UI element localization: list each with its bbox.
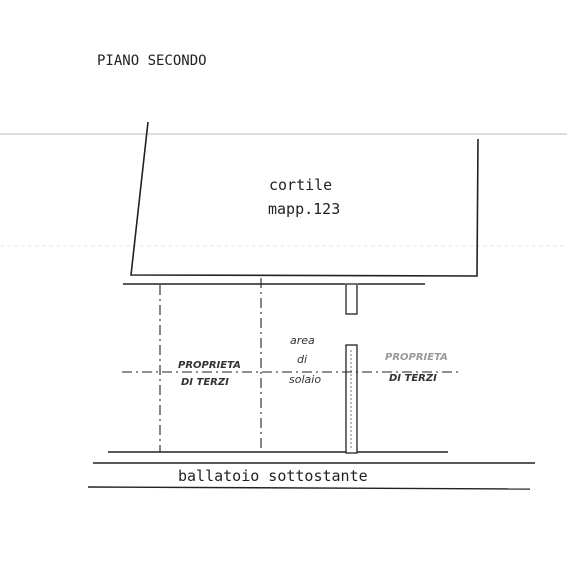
attic-area-label-line3: solaio	[289, 373, 321, 386]
left-property-label-line2: DI TERZI	[181, 377, 229, 388]
gallery-label: ballatoio sottostante	[178, 467, 368, 485]
courtyard-outline	[130, 121, 479, 277]
plan-title: PIANO SECONDO	[97, 53, 207, 69]
attic-area-label-line1: area	[290, 334, 315, 347]
attic-area-label-line2: di	[297, 353, 307, 366]
wall-pier-upper	[345, 283, 358, 315]
right-property-label-line2: DI TERZI	[389, 373, 437, 384]
gallery-bottom-line	[87, 486, 531, 490]
wall-pier-lower	[345, 344, 358, 454]
courtyard-parcel: mapp.123	[268, 200, 340, 218]
courtyard-label: cortile	[269, 176, 332, 194]
left-property-label-line1: PROPRIETA	[178, 360, 241, 371]
right-property-label-line1: PROPRIETA	[385, 352, 448, 363]
